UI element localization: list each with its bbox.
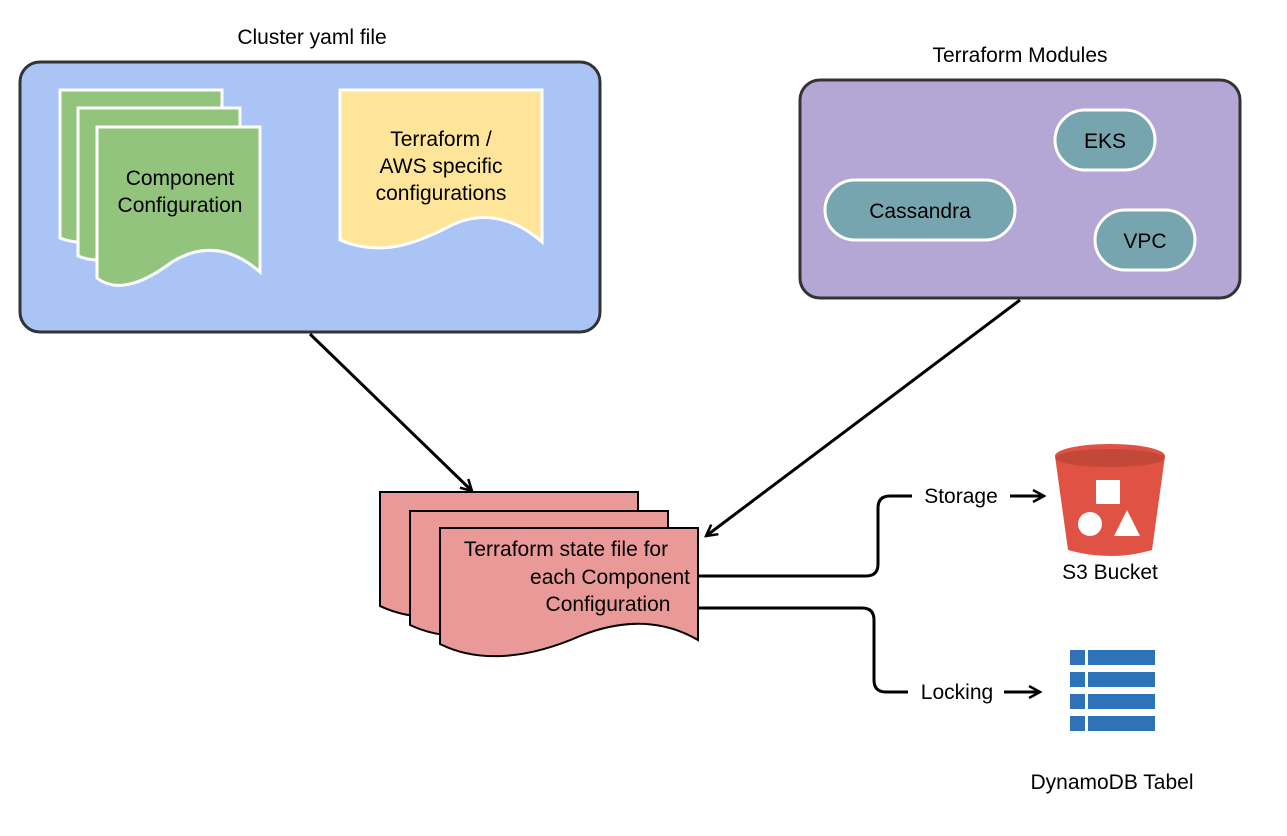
terraform-aws-line3: configurations [376, 182, 507, 205]
arrow-cluster-to-state [308, 332, 472, 491]
locking-label: Locking [921, 681, 993, 704]
state-file-line1: Terraform state file for [464, 538, 668, 561]
module-vpc-label: VPC [1123, 230, 1166, 253]
dynamodb-row-1-key [1070, 650, 1085, 665]
dynamodb-table-icon [1070, 650, 1155, 731]
s3-square-icon [1096, 480, 1120, 504]
state-file-stack: Terraform state file for each Component … [379, 491, 699, 658]
module-eks-pill [1053, 108, 1157, 172]
dynamodb-label: DynamoDB Tabel [1030, 771, 1193, 794]
s3-triangle-icon [1114, 510, 1140, 536]
module-eks-label: EKS [1084, 130, 1126, 153]
storage-label: Storage [924, 485, 998, 508]
module-vpc: VPC [1093, 208, 1197, 272]
state-file-line3: Configuration [546, 593, 671, 616]
dynamodb-row-4-val [1088, 716, 1155, 731]
s3-circle-icon [1078, 512, 1102, 536]
arrow-modules-to-state [706, 298, 1021, 536]
cluster-title: Cluster yaml file [237, 26, 386, 49]
modules-title: Terraform Modules [932, 44, 1107, 67]
terraform-aws-config-doc: Terraform / AWS specific configurations [338, 88, 544, 250]
state-doc-front [439, 527, 699, 658]
terraform-aws-line1: Terraform / [390, 128, 492, 151]
s3-bucket-rim-shadow [1055, 449, 1165, 467]
component-config-stack: Component Configuration [58, 88, 262, 287]
dynamodb-row-1-val [1088, 650, 1155, 665]
s3-label: S3 Bucket [1062, 561, 1158, 584]
component-config-line1: Component [126, 167, 235, 190]
terraform-aws-line2: AWS specific [380, 155, 503, 178]
dynamodb-row-3-key [1070, 694, 1085, 709]
state-file-line2: each Component [530, 566, 690, 589]
s3-bucket-icon [1055, 444, 1165, 556]
module-eks: EKS [1053, 108, 1157, 172]
edge-state-to-locking [698, 606, 908, 694]
dynamodb-row-3-val [1088, 694, 1155, 709]
dynamodb-row-4-key [1070, 716, 1085, 731]
component-config-line2: Configuration [118, 194, 243, 217]
dynamodb-row-2-val [1088, 672, 1155, 687]
module-cassandra: Cassandra [823, 178, 1017, 242]
terraform-aws-doc-shape [338, 88, 544, 250]
edge-state-to-storage [698, 494, 912, 578]
dynamodb-row-2-key [1070, 672, 1085, 687]
module-vpc-pill [1093, 208, 1197, 272]
module-cassandra-label: Cassandra [869, 200, 971, 223]
module-cassandra-pill [823, 178, 1017, 242]
s3-bucket-body [1055, 456, 1165, 556]
component-doc-front [95, 125, 262, 287]
